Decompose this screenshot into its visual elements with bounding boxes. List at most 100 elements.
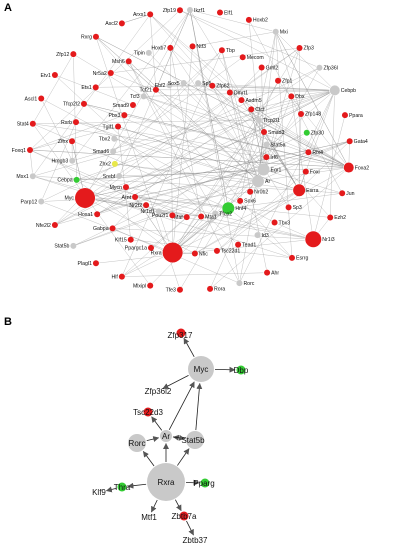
panel-a-label-stat5b: Stat5b xyxy=(54,244,69,250)
panel-a-label-esrra: Esrra xyxy=(306,188,319,194)
panel-b-node-dbp xyxy=(236,365,246,375)
panel-a-node-asdm5 xyxy=(238,97,245,104)
panel-a-label-nr0b2: Nr0b2 xyxy=(254,190,268,196)
panel-a-node-parp12 xyxy=(38,198,45,205)
panel-a-label-mxi: Mxi xyxy=(280,30,288,36)
panel-a-edge xyxy=(264,144,267,163)
panel-a-node-ntf3 xyxy=(189,43,196,50)
panel-a-edge xyxy=(76,92,330,181)
panel-a-label-mlxipl: Mlxipl xyxy=(133,283,146,289)
panel-a-label-tcf3: Tcf3 xyxy=(130,94,140,100)
panel-a-edge xyxy=(230,131,265,203)
panel-a-node-zfhx xyxy=(69,138,76,145)
panel-a-node-tcf21 xyxy=(152,86,159,93)
panel-a-node-etv1 xyxy=(51,71,58,78)
panel-a-edge xyxy=(32,17,149,177)
panel-a-label-gabpa: Gabpa xyxy=(93,226,109,232)
panel-a-node-elf1 xyxy=(216,9,223,16)
panel-a-edge xyxy=(179,213,226,290)
panel-a-label-ar: Ar xyxy=(265,179,270,185)
panel-a-edge xyxy=(263,70,318,170)
panel-a-node-tfcp2l1 xyxy=(255,117,262,124)
panel-a-edge xyxy=(155,89,330,91)
panel-a-node-zfp12 xyxy=(70,51,77,58)
panel-a-label-tfe3: Tfe3 xyxy=(166,288,176,294)
panel-a-edge xyxy=(221,50,257,175)
panel-a-label-smad9: Smad9 xyxy=(113,103,130,109)
panel-a-label-elf1: Elf1 xyxy=(224,10,233,16)
panel-b-label-tsc22d3: Tsc22d3 xyxy=(133,408,163,417)
panel-a-edge xyxy=(29,149,33,173)
panel-a-label-foxa2: Foxa2 xyxy=(355,165,370,171)
panel-a-node-rxrg xyxy=(92,33,99,40)
panel-b-label-myc: Myc xyxy=(194,365,209,374)
panel-a-node-zfp1 xyxy=(275,77,282,84)
panel-a-edge xyxy=(121,53,221,277)
panel-a-label-zfp36l: Zfp36l xyxy=(323,66,337,72)
panel-a-label-ppara: Ppara xyxy=(349,113,363,119)
panel-a-label-msx1: Msx1 xyxy=(16,174,29,180)
panel-a-edge xyxy=(291,96,313,231)
panel-a-node-tfcp2l2 xyxy=(80,100,87,107)
panel-b-label-mtf1: Mtf1 xyxy=(141,513,157,522)
panel-a-label-zfp19: Zfp19 xyxy=(163,8,176,14)
panel-a-node-sox6 xyxy=(237,197,244,204)
panel-a-edge xyxy=(93,47,300,193)
panel-a-node-mecom xyxy=(239,54,246,61)
panel-a-edges xyxy=(29,9,350,290)
panel-a-edge xyxy=(158,134,262,212)
panel-b-node-pparg xyxy=(200,478,210,488)
panel-b-label-pparg: Pparg xyxy=(193,479,214,488)
panel-a-node-ezh2 xyxy=(327,214,334,221)
panel-a-edge xyxy=(233,212,293,259)
panel-a-edge xyxy=(75,121,252,180)
panel-a-node-cebpa xyxy=(73,176,80,183)
panel-a-label-tfcp2: Tfcp2 xyxy=(219,211,232,217)
panel-a-node-nr2f2 xyxy=(143,202,150,209)
panel-a-edge xyxy=(32,10,181,148)
panel-a-edge xyxy=(41,201,163,249)
panel-a-edge xyxy=(263,141,350,179)
panel-a-node-dmrt1 xyxy=(226,89,233,96)
panel-a-edge xyxy=(179,10,330,88)
panel-a-label-myc: Myc xyxy=(65,196,75,202)
panel-a-label-ppargc1a: Ppargc1a xyxy=(125,246,147,252)
panel-a-node-klf15 xyxy=(127,236,134,243)
panel-a-edge xyxy=(121,15,147,24)
panel-a-edge xyxy=(170,47,262,130)
panel-a-node-nr0b2 xyxy=(247,188,254,195)
panel-b-label-zfp317: Zfp317 xyxy=(168,331,193,340)
panel-b-edge-rxra-to-mtf1 xyxy=(151,499,158,513)
panel-a-label-nr2f2: Nr2f2 xyxy=(129,203,142,209)
panel-a-node-sp3 xyxy=(285,204,292,211)
panel-a-edge xyxy=(196,31,276,46)
panel-a-edge xyxy=(250,22,343,194)
panel-a-edge xyxy=(128,61,254,177)
panel-a-edge xyxy=(275,31,331,87)
panel-a-edge xyxy=(44,99,275,223)
panel-a-edge xyxy=(212,85,330,91)
panel-b-network: RxraMycStat5bRorcArZfp317DbpZfp36l2Tsc22… xyxy=(92,328,249,545)
panel-a-node-foxi xyxy=(302,168,309,175)
panel-a-edge xyxy=(172,123,258,253)
panel-a-edge xyxy=(117,126,293,189)
panel-a-node-stat5a xyxy=(263,141,270,148)
panel-a-label-tipin: Tipin xyxy=(134,51,145,57)
panel-a-label-zfhx: Zfhx xyxy=(58,139,68,145)
panel-a-edge xyxy=(172,212,224,253)
panel-a-node-zfp36l xyxy=(316,64,323,71)
panel-a-edge xyxy=(189,9,296,185)
panel-a-edge xyxy=(216,193,294,252)
panel-a-node-tfe3 xyxy=(176,286,183,293)
panel-a-label-esrrg: Esrrg xyxy=(296,256,309,262)
panel-a-node-nfe2l2 xyxy=(51,222,58,229)
panel-a-edge xyxy=(305,190,343,194)
panel-a-edge xyxy=(308,95,333,153)
panel-a-edge xyxy=(114,163,293,190)
panel-a-edge xyxy=(114,163,252,181)
panel-a-edge xyxy=(150,93,331,248)
panel-a-label-msh6: Msh6 xyxy=(112,59,125,65)
panel-a-edge xyxy=(275,31,301,111)
panel-b-label-rxra: Rxra xyxy=(158,478,175,487)
